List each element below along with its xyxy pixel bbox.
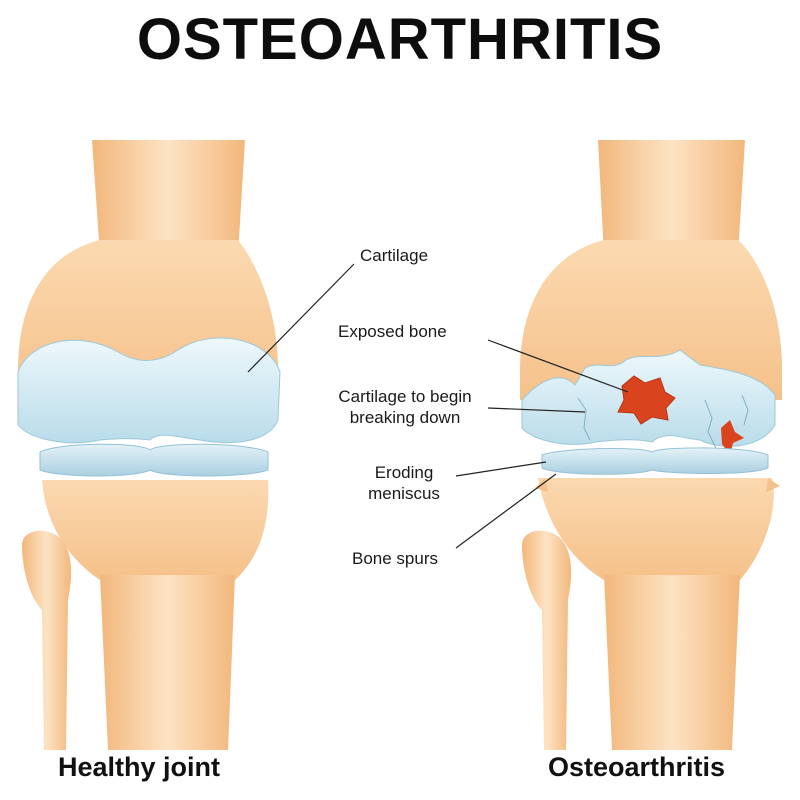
exposed-bone-leader-line: [487, 339, 629, 393]
caption-healthy-joint: Healthy joint: [58, 752, 221, 782]
healthy-knee: [17, 140, 281, 750]
oa-tibia-head: [538, 478, 774, 580]
diagram-title: OSTEOARTHRITIS: [136, 7, 664, 72]
oa-fibula: [522, 530, 572, 750]
healthy-fibula: [22, 530, 72, 750]
label-cartilage-breaking-down: Cartilage to begin breaking down: [338, 387, 472, 427]
label-eroding-meniscus: Eroding meniscus: [368, 463, 440, 503]
caption-osteoarthritis: Osteoarthritis: [548, 752, 726, 782]
healthy-tibia-head: [42, 480, 269, 580]
oa-femur-condyles: [520, 240, 782, 400]
healthy-meniscus: [39, 443, 269, 477]
healthy-tibia-shaft: [100, 575, 235, 750]
osteoarthritis-knee: [520, 140, 782, 750]
oa-exposed-bone-lesion: [721, 420, 744, 455]
oa-bone-spur: [766, 478, 780, 492]
oa-cartilage-crack: [704, 399, 717, 449]
eroding-meniscus-leader-line: [455, 461, 547, 477]
cartilage-leader-line: [247, 263, 355, 373]
oa-exposed-bone-lesion: [617, 375, 676, 425]
oa-tibia-shaft: [604, 575, 740, 750]
oa-femur-shaft: [598, 140, 745, 255]
label-exposed-bone: Exposed bone: [338, 322, 447, 341]
healthy-femur-shaft: [92, 140, 245, 255]
label-cartilage: Cartilage: [360, 246, 429, 265]
bone-spurs-leader-line: [455, 473, 557, 549]
oa-meniscus: [541, 447, 769, 475]
label-bone-spurs: Bone spurs: [352, 549, 438, 568]
oa-cartilage-crack: [577, 397, 591, 441]
healthy-cartilage: [17, 337, 281, 444]
cartilage-breaking-leader-line: [487, 407, 586, 413]
oa-cartilage-crack: [741, 394, 749, 426]
